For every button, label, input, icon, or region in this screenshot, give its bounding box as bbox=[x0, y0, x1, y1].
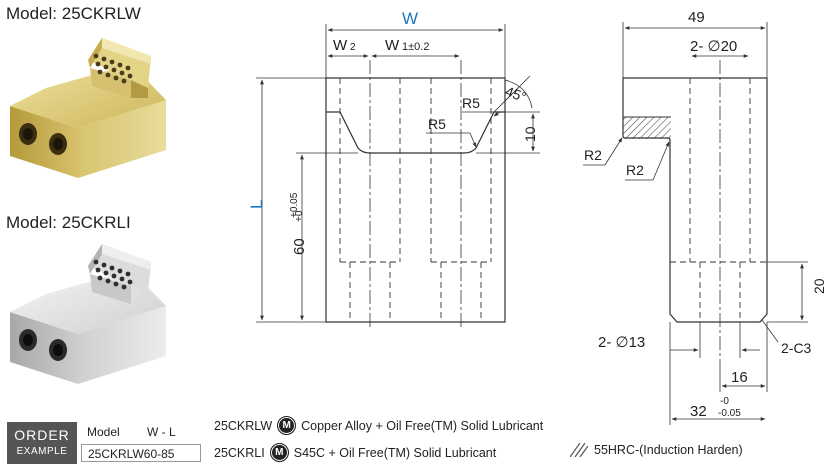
dim-base-tol-lower: -0.05 bbox=[718, 408, 741, 419]
hardening-legend: 55HRC-(Induction Harden) bbox=[570, 443, 743, 457]
order-model-label: Model bbox=[87, 425, 120, 439]
dim-w: W bbox=[402, 9, 418, 28]
side-view bbox=[583, 22, 808, 425]
material-badge-icon: M bbox=[277, 416, 297, 435]
material-badge-icon: M bbox=[269, 443, 289, 462]
dim-lower-holes: 2- ∅13 bbox=[598, 334, 645, 351]
dim-r5-lower: R5 bbox=[428, 116, 446, 132]
material-text: Copper Alloy + Oil Free(TM) Solid Lubric… bbox=[301, 418, 544, 433]
product-image-brass bbox=[10, 38, 166, 178]
dim-upper-holes: 2- ∅20 bbox=[690, 38, 737, 55]
dim-height: 60 bbox=[291, 238, 308, 255]
material-model: 25CKRLI bbox=[214, 445, 265, 460]
order-model-row: Model W - L bbox=[81, 423, 201, 442]
dim-r2-inner: R2 bbox=[626, 162, 644, 178]
product-image-steel bbox=[10, 244, 166, 384]
hatch-icon bbox=[570, 443, 588, 457]
front-view bbox=[256, 24, 540, 328]
dim-r2-outer: R2 bbox=[584, 147, 602, 163]
hardening-text: 55HRC-(Induction Harden) bbox=[594, 443, 743, 457]
dim-lower-height: 20 bbox=[811, 278, 827, 294]
dim-w1: W bbox=[385, 37, 400, 54]
dim-base-tol-upper: -0 bbox=[720, 396, 729, 407]
material-row-brass: 25CKRLW M Copper Alloy + Oil Free(TM) So… bbox=[214, 416, 543, 435]
order-example-box: ORDER EXAMPLE bbox=[7, 422, 77, 464]
material-text: S45C + Oil Free(TM) Solid Lubricant bbox=[293, 445, 497, 460]
order-subtitle: EXAMPLE bbox=[16, 446, 68, 457]
dim-l: L bbox=[247, 200, 266, 209]
material-model: 25CKRLW bbox=[214, 418, 273, 433]
order-example-code: 25CKRLW60-85 bbox=[81, 444, 201, 462]
dim-angle: 45° bbox=[503, 83, 528, 105]
dim-base-width: 32 bbox=[690, 403, 707, 420]
dim-w2-sub: 2 bbox=[350, 42, 356, 53]
dim-height-tol-upper: +0.05 bbox=[289, 192, 300, 218]
dim-r5-upper: R5 bbox=[462, 95, 480, 111]
dim-height-tol-lower: +0 bbox=[294, 210, 305, 222]
dim-chamfer-height: 10 bbox=[522, 126, 538, 142]
model-title-brass: Model: 25CKRLW bbox=[6, 4, 141, 23]
dim-w2: W bbox=[333, 37, 348, 54]
dim-w1-sub: 1±0.2 bbox=[402, 41, 429, 53]
dim-hole-offset: 16 bbox=[731, 369, 748, 386]
order-format-label: W - L bbox=[147, 425, 176, 439]
dim-overall-width: 49 bbox=[688, 9, 705, 26]
model-title-steel: Model: 25CKRLI bbox=[6, 213, 131, 232]
material-row-steel: 25CKRLI M S45C + Oil Free(TM) Solid Lubr… bbox=[214, 443, 496, 462]
order-title: ORDER bbox=[14, 427, 70, 443]
dim-chamfer-c3: 2-C3 bbox=[781, 340, 812, 356]
